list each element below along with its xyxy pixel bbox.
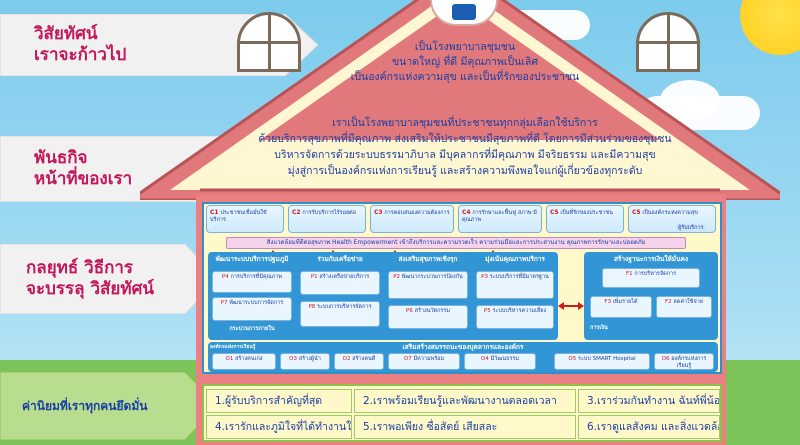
vision-label-2: เราจะก้าวไป	[34, 45, 127, 65]
value-item: 3.เราร่วมกันทำงาน ฉันท์พี่น้อง	[578, 389, 720, 413]
process-item: P3 ระบบบริการที่มีมาตรฐาน	[476, 271, 554, 299]
org-item: O7 มีความพร้อม	[388, 353, 460, 370]
vision-label-1: วิสัยทัศน์	[34, 24, 98, 44]
org-item: O3 สร้างผู้นำ	[280, 353, 330, 370]
mission-line: มุ่งสู่การเป็นองค์กรแห่งการเรียนรู้ และส…	[287, 165, 643, 177]
org-item: O2 สร้างคนดี	[334, 353, 384, 370]
double-arrow-icon	[558, 296, 584, 310]
org-tag: องค์กรแห่งการเรียนรู้	[210, 344, 256, 350]
process-item: P1 สร้างเครือข่ายบริการ	[300, 271, 380, 295]
finance-tag: การเงิน	[590, 325, 608, 331]
mission-text: เราเป็นโรงพยาบาลชุมชนที่ประชาชนทุกกลุ่มเ…	[215, 115, 715, 179]
org-panel: เสริมสร้างสมรรถนะของบุคลากรและองค์กร องค…	[208, 342, 718, 372]
finance-item: F3 เพิ่มรายได้	[590, 296, 652, 318]
vision-line: ขนาดใหญ่ ที่ดี มีคุณภาพเป็นเลิศ	[391, 56, 539, 68]
value-item: 4.เรารักและภูมิใจที่ได้ทำงานในโรงพยาบาล	[206, 415, 352, 439]
org-item: O5 ระบบ SMART Hospital	[554, 353, 650, 370]
finance-item: F2 ลดค่าใช้จ่าย	[656, 296, 712, 318]
values-arrow: ค่านิยมที่เราทุกคนยึดมั่น	[0, 372, 220, 440]
customer-goal: C3 การตอบสนองความต้องการ	[370, 205, 454, 233]
finance-title: สร้างฐานะการเงินให้มั่นคง	[613, 255, 689, 263]
finance-panel: สร้างฐานะการเงินให้มั่นคง F1 การบริหารจั…	[584, 252, 718, 340]
value-item: 2.เราพร้อมเรียนรู้และพัฒนางานตลอดเวลา	[354, 389, 576, 413]
process-item: P2 พัฒนากระบวนการป้องกัน	[388, 271, 468, 299]
process-column-title: ส่งเสริมสุขภาพเชิงรุก	[398, 255, 458, 263]
customer-row: C1 ประชาชนเชื่อมั่นใช้บริการ C2 การรับบร…	[206, 205, 718, 235]
process-column: ส่งเสริมสุขภาพเชิงรุก P2 พัฒนากระบวนการป…	[386, 255, 470, 337]
house-roof	[140, 0, 780, 200]
process-item: P6 สร้างนวัตกรรม	[388, 305, 468, 329]
process-item: P5 ระบบบริหารความเสี่ยง	[476, 305, 554, 329]
mission-line: บริหารจัดการด้วยระบบธรรมาภิบาล มีบุคลากร…	[274, 149, 656, 161]
org-title: เสริมสร้างสมรรถนะของบุคลากรและองค์กร	[402, 343, 524, 351]
mission-label-1: พันธกิจ	[34, 148, 88, 168]
values-label: ค่านิยมที่เราทุกคนยึดมั่น	[22, 398, 148, 413]
value-item: 5.เราพอเพียง ซื่อสัตย์ เสียสละ	[354, 415, 576, 439]
process-column: มุ่งเน้นคุณภาพบริการ P3 ระบบบริการที่มีม…	[474, 255, 556, 337]
customer-goal: C2 การรับบริการไร้รอยต่อ	[288, 205, 366, 233]
window-left	[237, 12, 301, 72]
vision-line: เป็นองค์กรแห่งความสุข และเป็นที่รักของปร…	[350, 71, 580, 83]
strategy-label-1: กลยุทธ์ วิธีการ	[26, 258, 134, 278]
value-item: 1.ผู้รับบริการสำคัญที่สุด	[206, 389, 352, 413]
process-item: P7 พัฒนาระบบการจัดการ	[212, 297, 292, 321]
mission-label-2: หน้าที่ของเรา	[34, 169, 133, 189]
cloud	[660, 80, 720, 120]
vision-text: เป็นโรงพยาบาลชุมชน ขนาดใหญ่ ที่ดี มีคุณภ…	[330, 40, 600, 85]
process-column-title: ร่วมกับเครือข่าย	[317, 255, 363, 263]
customer-goal: C1 ประชาชนเชื่อมั่นใช้บริการ	[206, 205, 284, 233]
org-item: O4 มีวัฒนธรรม	[464, 353, 536, 370]
strategy-arrow: กลยุทธ์ วิธีการจะบรรลุ วิสัยทัศน์	[0, 244, 220, 314]
process-item: P8 ระบบการบริหารจัดการ	[300, 301, 380, 327]
process-column-title: มุ่งเน้นคุณภาพบริการ	[485, 255, 545, 263]
value-item: 6.เราดูแลสังคม และสิ่งแวดล้อม	[578, 415, 720, 439]
process-column: พัฒนาระบบบริการปฐมภูมิ P4 การบริการที่มี…	[210, 255, 294, 337]
finance-item: F1 การบริหารจัดการ	[602, 268, 700, 288]
values-panel: 1.ผู้รับบริการสำคัญที่สุด 2.เราพร้อมเรีย…	[202, 384, 722, 442]
strategic-focus-band: สิ่งแวดล้อมที่ดีต่อสุขภาพ Health Empower…	[226, 237, 686, 249]
customer-goal: C5 เป็นที่รักของประชาชน	[546, 205, 624, 233]
customer-tag: ผู้รับบริการ	[676, 224, 706, 232]
customer-goal: C4 การรักษาและฟื้นฟู สภาพ มีคุณภาพ	[458, 205, 542, 233]
window-right	[636, 12, 700, 72]
mission-line: ด้วยบริการสุขภาพที่มีคุณภาพ ส่งเสริมให้ป…	[258, 133, 672, 145]
process-column: ร่วมกับเครือข่าย P1 สร้างเครือข่ายบริการ…	[298, 255, 382, 337]
org-item: O6 องค์กรแห่งการเรียนรู้	[654, 353, 714, 370]
mission-line: เราเป็นโรงพยาบาลชุมชนที่ประชาชนทุกกลุ่มเ…	[332, 117, 598, 129]
strategy-label-2: จะบรรลุ วิสัยทัศน์	[26, 279, 154, 299]
vision-line: เป็นโรงพยาบาลชุมชน	[414, 41, 516, 53]
process-column-title: พัฒนาระบบบริการปฐมภูมิ	[215, 255, 289, 263]
org-item: O1 สร้างคนเก่ง	[212, 353, 276, 370]
process-item: P4 การบริการที่มีคุณภาพ	[212, 271, 292, 293]
process-tag: กระบวนการภายใน	[229, 326, 275, 332]
